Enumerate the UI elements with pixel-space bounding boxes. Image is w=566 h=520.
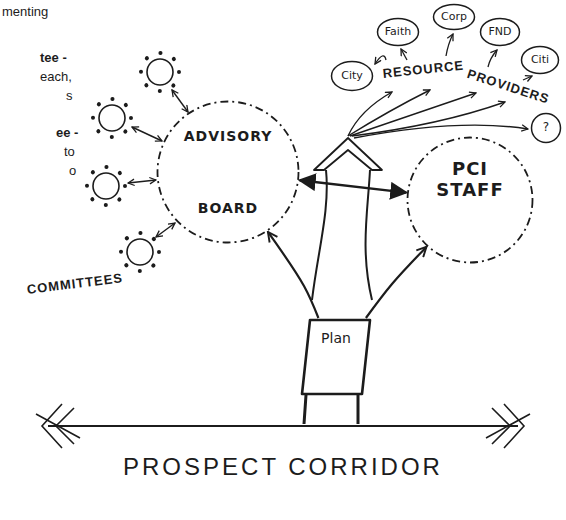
advisory-board-circle-outline bbox=[156, 100, 300, 244]
committee-member-dots bbox=[93, 99, 131, 137]
cut-text-fragment: to bbox=[64, 144, 75, 160]
diagram-label: PROVIDERS bbox=[465, 66, 551, 108]
flow-arrow bbox=[268, 232, 318, 318]
diagram-label: COMMITTEES bbox=[26, 270, 124, 298]
committee-circle bbox=[93, 173, 119, 199]
committee-member-dots bbox=[121, 233, 159, 271]
node-text: Plan bbox=[321, 330, 351, 346]
node-text: ADVISORY bbox=[184, 128, 273, 144]
committee-circle bbox=[99, 105, 125, 131]
provider-circle-border bbox=[532, 114, 561, 143]
node-text: FND bbox=[488, 26, 511, 39]
fan-arrow bbox=[354, 125, 528, 138]
provider-circle: Citi bbox=[520, 45, 560, 75]
plan-sheet-outline bbox=[300, 318, 372, 396]
committee-member-dots bbox=[87, 167, 125, 205]
cut-text-fragment: menting bbox=[2, 4, 48, 20]
node-text: Faith bbox=[385, 26, 411, 39]
provider-arrow bbox=[401, 49, 407, 60]
provider-arrow bbox=[488, 50, 497, 67]
provider-circle-border bbox=[378, 19, 419, 46]
node-text: BOARD bbox=[198, 200, 258, 216]
committee-circle bbox=[147, 59, 173, 85]
plan-sheet-border bbox=[302, 320, 370, 394]
cut-text-fragment: tee - bbox=[40, 50, 67, 66]
advisory-board-circle-border bbox=[158, 102, 299, 243]
trunk-line bbox=[312, 170, 327, 300]
committee-arrow bbox=[156, 223, 175, 237]
node-text: City bbox=[341, 70, 363, 83]
node-text: Citi bbox=[531, 54, 549, 67]
cut-text-fragment: o bbox=[69, 163, 76, 179]
provider-arrow bbox=[446, 34, 453, 56]
committee-arrow bbox=[128, 180, 156, 183]
fan-arrow bbox=[352, 102, 505, 136]
provider-arrow bbox=[523, 76, 532, 80]
committee-arrow bbox=[132, 127, 162, 141]
provider-circle: FND bbox=[479, 17, 521, 47]
provider-arrow bbox=[375, 56, 386, 64]
cut-text-fragment: s bbox=[66, 88, 73, 104]
staff-circle: PCI STAFF bbox=[406, 136, 534, 264]
node-text: Corp bbox=[441, 11, 467, 24]
provider-circle: Corp bbox=[432, 3, 476, 31]
diagram-label: PROSPECT CORRIDOR bbox=[60, 452, 506, 482]
plan-legs bbox=[304, 395, 358, 424]
committee-circle bbox=[127, 239, 153, 265]
provider-circle-border bbox=[332, 62, 373, 91]
committee-member-dots bbox=[141, 53, 179, 91]
corridor-end-bracket bbox=[36, 404, 80, 448]
diagram-label: RESOURCE bbox=[382, 57, 465, 81]
advisory-board-circle: ADVISORY BOARD bbox=[156, 100, 300, 244]
cut-text-fragment: ee - bbox=[56, 125, 78, 141]
node-text: PCI STAFF bbox=[428, 159, 512, 200]
provider-circle: City bbox=[330, 60, 374, 92]
node-text: ? bbox=[543, 121, 549, 135]
committee-arrow bbox=[172, 90, 188, 112]
cut-text-fragment: each, bbox=[40, 69, 72, 85]
plan-sheet: Plan bbox=[300, 318, 372, 396]
provider-circle: Faith bbox=[376, 17, 420, 47]
corridor-line bbox=[48, 425, 518, 427]
provider-circle-border bbox=[434, 5, 475, 30]
double-arrow bbox=[300, 180, 407, 192]
trunk-arrowhead bbox=[314, 138, 382, 170]
provider-circle-border bbox=[481, 19, 520, 46]
provider-circle: ? bbox=[530, 112, 562, 144]
staff-circle-border bbox=[408, 138, 533, 263]
corridor-end-bracket bbox=[486, 404, 530, 448]
provider-circle-border bbox=[522, 47, 559, 74]
flow-arrow bbox=[366, 247, 427, 318]
